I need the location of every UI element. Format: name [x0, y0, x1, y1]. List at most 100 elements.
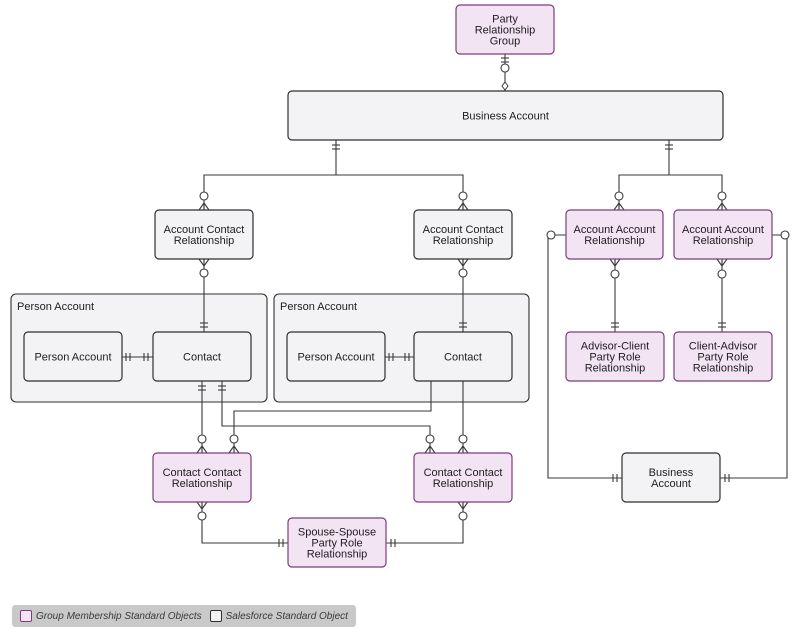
crow-foot-marker	[198, 202, 210, 211]
one-bar-marker	[611, 322, 619, 328]
one-bar-marker	[143, 353, 149, 361]
entity-box	[565, 209, 664, 260]
optional-circle-marker	[500, 63, 510, 73]
entity-label: Account Contact	[164, 224, 245, 236]
entity-label: Party	[492, 14, 518, 26]
entity-box	[152, 331, 252, 382]
one-bar-marker	[198, 385, 206, 391]
entity-label: Spouse-Spouse	[298, 527, 376, 539]
entity-label: Relationship	[433, 235, 494, 247]
entity-label: Contact Contact	[424, 467, 503, 479]
entity-box	[565, 331, 665, 382]
entity-label: Relationship	[584, 235, 645, 247]
crow-foot-marker	[457, 445, 469, 454]
connector-line	[203, 140, 337, 210]
entity-label: Account Contact	[423, 224, 504, 236]
entity-label: Party Role	[697, 352, 748, 364]
entity-label: Client-Advisor	[689, 341, 758, 353]
entity-box	[413, 331, 513, 382]
one-bar-marker	[718, 322, 726, 328]
entity-pa1-person[interactable]: Person Account	[23, 331, 123, 382]
one-bar-marker	[390, 539, 396, 547]
one-bar-marker	[388, 353, 394, 361]
one-bar-marker	[665, 144, 673, 150]
one-bar-marker	[612, 474, 618, 482]
legend-swatch-purple	[20, 610, 32, 622]
one-bar-marker	[459, 322, 467, 328]
connector-line	[669, 174, 723, 210]
connector-line	[618, 140, 670, 210]
entity-label: Contact	[183, 352, 221, 364]
entity-box	[673, 331, 773, 382]
legend-swatch-gray	[209, 610, 222, 622]
entity-box	[287, 90, 724, 141]
optional-circle-marker	[717, 191, 727, 201]
entity-label: Relationship	[307, 549, 368, 561]
optional-circle-marker	[780, 230, 790, 240]
entity-pa1-contact[interactable]: Contact	[152, 331, 252, 382]
optional-circle-marker	[197, 434, 207, 444]
crow-foot-marker	[716, 202, 728, 211]
diamond-marker	[501, 81, 509, 91]
entity-pa2-contact[interactable]: Contact	[413, 331, 513, 382]
entity-box	[621, 452, 721, 503]
entity-label: Person Account	[297, 352, 374, 364]
one-bar-marker	[724, 474, 730, 482]
entity-label: Account	[651, 478, 691, 490]
optional-circle-marker	[458, 511, 468, 521]
legend-item-salesforce-standard: Salesforce Standard Object	[209, 610, 348, 622]
crow-foot-marker	[609, 258, 621, 267]
crow-foot-marker	[457, 258, 469, 267]
crow-foot-marker	[196, 445, 208, 454]
connector-line	[336, 174, 464, 210]
entity-label: Relationship	[172, 478, 233, 490]
entity-ba-top[interactable]: Business Account	[287, 90, 724, 141]
legend: Group Membership Standard Objects Salesf…	[12, 605, 356, 627]
optional-circle-marker	[458, 268, 468, 278]
entity-label: Contact	[444, 352, 482, 364]
entity-label: Person Account	[34, 352, 111, 364]
crow-foot-marker	[716, 258, 728, 267]
one-bar-marker	[501, 57, 509, 63]
entity-label: Party Role	[589, 352, 640, 364]
connector-line	[386, 502, 464, 544]
crow-foot-marker	[457, 202, 469, 211]
crow-foot-marker	[457, 501, 469, 510]
entity-label: Contact Contact	[163, 467, 242, 479]
entity-label: Business	[649, 467, 694, 479]
entity-label: Relationship	[585, 363, 646, 375]
crow-foot-marker	[198, 258, 210, 267]
connectors-layer	[122, 54, 790, 547]
entity-label: Group	[490, 36, 521, 48]
entity-label: Relationship	[433, 478, 494, 490]
entity-box	[152, 452, 252, 503]
entity-box	[286, 331, 386, 382]
legend-item-group-membership: Group Membership Standard Objects	[20, 610, 202, 622]
entity-label: Party Role	[311, 538, 362, 550]
entity-pa2-person[interactable]: Person Account	[286, 331, 386, 382]
entity-label: Business Account	[462, 111, 549, 123]
crow-foot-marker	[613, 202, 625, 211]
entity-box	[673, 209, 773, 260]
optional-circle-marker	[197, 511, 207, 521]
entity-label: Relationship	[475, 25, 536, 37]
one-bar-marker	[200, 322, 208, 328]
connector-line	[720, 234, 788, 479]
entity-box	[413, 209, 513, 260]
connector-line	[201, 502, 288, 544]
entity-label: Relationship	[693, 363, 754, 375]
legend-label-salesforce-standard: Salesforce Standard Object	[225, 610, 348, 622]
optional-circle-marker	[425, 434, 435, 444]
